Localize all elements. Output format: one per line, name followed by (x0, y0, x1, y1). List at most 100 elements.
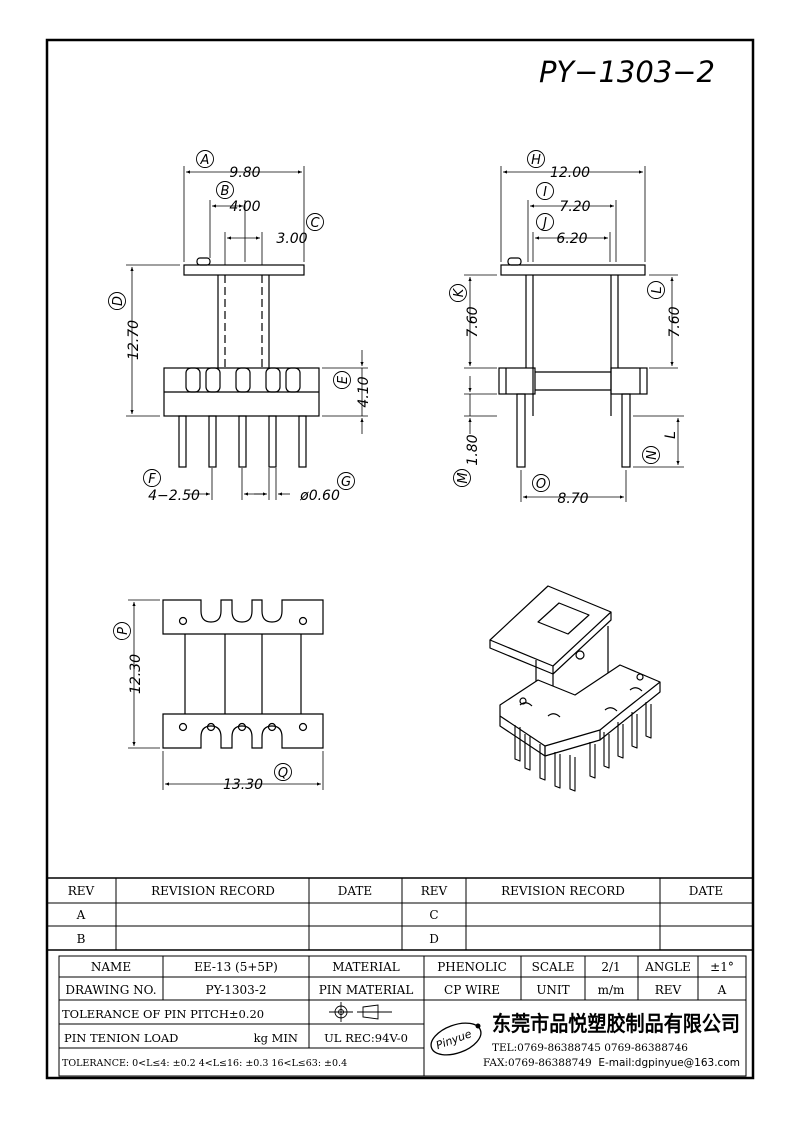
company-name: 东莞市品悦塑胶制品有限公司 (492, 1011, 740, 1036)
rev-row-c: C (429, 908, 438, 922)
scale-label: SCALE (532, 960, 575, 974)
callout-l: L (650, 286, 665, 293)
material-label: MATERIAL (332, 960, 400, 974)
tolerance-pin-pitch: TOLERANCE OF PIN PITCH±0.20 (62, 1007, 264, 1021)
dim-l: 7.60 (667, 306, 683, 337)
drawing-no-label: DRAWING NO. (65, 983, 156, 997)
front-flange-notch (196, 257, 211, 266)
front-view-dims (126, 166, 368, 500)
angle-label: ANGLE (644, 960, 690, 974)
dim-o: 8.70 (557, 491, 588, 507)
callout-n: N (645, 450, 660, 460)
top-flange-upper (162, 599, 324, 635)
front-top-flange (183, 264, 305, 276)
dim-d: 12.70 (126, 320, 142, 360)
top-view-dims (128, 599, 324, 790)
dim-e: 4.10 (356, 376, 372, 407)
company-fax: FAX:0769-86388749 (483, 1057, 592, 1069)
callout-e: E (336, 375, 351, 384)
material-value: PHENOLIC (437, 960, 507, 974)
dim-q: 13.30 (223, 777, 263, 793)
side-callouts (449, 150, 665, 492)
isometric-view (489, 585, 661, 792)
callout-q: Q (278, 766, 288, 781)
callout-j: J (540, 216, 547, 231)
front-callouts (108, 150, 355, 490)
side-base-left (498, 367, 536, 395)
date-header-1: DATE (338, 884, 372, 898)
pin-tension-load: PIN TENION LOAD (64, 1031, 178, 1045)
callout-k: K (452, 287, 467, 297)
front-view (163, 257, 320, 468)
rev-row-a: A (76, 908, 86, 922)
drawing-title: PY−1303−2 (539, 55, 715, 89)
company-tel: TEL:0769-86388745 0769-86388746 (492, 1042, 688, 1054)
top-flange-lower (162, 713, 324, 749)
side-view-dims (464, 166, 684, 502)
callout-o: O (536, 477, 546, 492)
revision-record-header-2: REVISION RECORD (501, 884, 625, 898)
callout-g: G (341, 475, 351, 490)
dim-g: ø0.60 (299, 488, 340, 504)
rev-label: REV (655, 983, 682, 997)
pin-material-value: CP WIRE (444, 983, 500, 997)
top-callouts (113, 622, 292, 781)
dim-c: 3.00 (276, 231, 307, 247)
callout-d: D (111, 296, 126, 306)
callout-p: P (116, 627, 131, 635)
company-logo: Pinyue (430, 1022, 482, 1056)
drawing-no-value: PY-1303-2 (206, 983, 267, 997)
rev-header-2: REV (421, 884, 448, 898)
side-dim-values: 12.00 7.20 6.20 7.60 7.60 1.80 L 8.70 (465, 165, 683, 507)
projection-symbol (329, 1002, 392, 1022)
unit-value: m/m (598, 983, 625, 997)
dim-h: 12.00 (550, 165, 590, 181)
dim-p: 12.30 (128, 654, 144, 694)
revision-table (47, 877, 753, 951)
dim-a: 9.80 (229, 165, 260, 181)
rev-header-1: REV (68, 884, 95, 898)
callout-c: C (310, 216, 320, 231)
scale-value: 2/1 (601, 960, 620, 974)
callout-f: F (148, 472, 156, 487)
top-view (162, 599, 324, 749)
side-base-right (610, 367, 648, 395)
callout-m: M (456, 472, 471, 483)
front-callout-letters: A B C D E F G (111, 153, 351, 490)
side-pin-left (516, 393, 526, 468)
dim-m: 1.80 (465, 434, 481, 465)
dim-i: 7.20 (559, 199, 590, 215)
unit-label: UNIT (536, 983, 569, 997)
company-email: E-mail:dgpinyue@163.com (598, 1057, 740, 1069)
title-block (58, 955, 747, 1077)
rev-row-b: B (77, 932, 86, 946)
ul-rec: UL REC:94V-0 (324, 1031, 408, 1045)
side-pin-right (621, 393, 631, 468)
dim-k: 7.60 (465, 306, 481, 337)
side-top-flange (500, 264, 646, 276)
revision-record-header-1: REVISION RECORD (151, 884, 275, 898)
title-block-text: NAME EE-13 (5+5P) MATERIAL PHENOLIC SCAL… (62, 960, 734, 1069)
sheet-border (45, 38, 755, 1080)
dim-n: L (663, 431, 679, 439)
name-label: NAME (91, 960, 131, 974)
dim-b: 4.00 (229, 199, 260, 215)
callout-h: H (531, 153, 541, 168)
front-pins (178, 415, 307, 468)
callout-i: I (543, 185, 547, 200)
angle-value: ±1° (710, 960, 734, 974)
front-dim-values: 9.80 4.00 3.00 12.70 4.10 4−2.50 ø0.60 (126, 165, 372, 504)
date-header-2: DATE (689, 884, 723, 898)
top-pin-holes (178, 616, 308, 732)
rev-row-d: D (429, 932, 439, 946)
dim-f: 4−2.50 (148, 488, 200, 504)
side-callout-letters: H I J K L M N O (452, 153, 665, 492)
rev-value: A (717, 983, 727, 997)
side-view (498, 257, 648, 468)
dim-j: 6.20 (556, 231, 587, 247)
front-base-slots (185, 367, 301, 393)
tolerance-general: TOLERANCE: 0<L≤4: ±0.2 4<L≤16: ±0.3 16<L… (62, 1058, 347, 1069)
pin-load-unit: kg MIN (254, 1031, 298, 1045)
pin-material-label: PIN MATERIAL (319, 983, 414, 997)
